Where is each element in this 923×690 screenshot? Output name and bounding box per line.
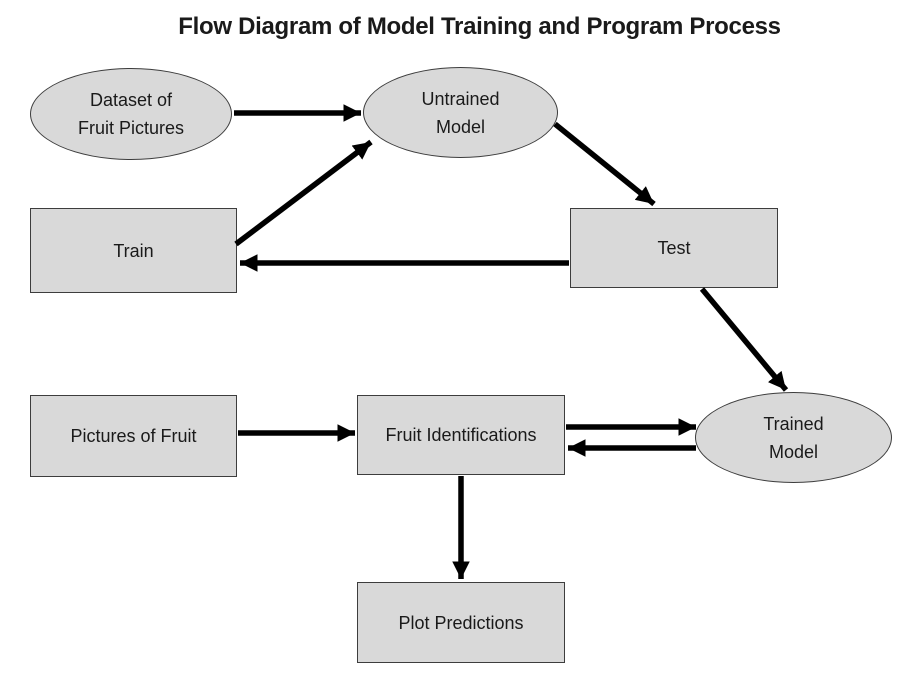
node-label: Plot Predictions <box>398 612 524 633</box>
node-label-line: Trained <box>763 413 824 434</box>
node-pictures-of-fruit: Pictures of Fruit <box>30 395 237 477</box>
node-label-line: Model <box>768 441 819 462</box>
node-label-line: Fruit Pictures <box>77 118 185 138</box>
node-label-line: Model <box>435 116 486 137</box>
node-test: Test <box>570 208 778 288</box>
node-fruit-identifications: Fruit Identifications <box>357 395 565 475</box>
node-label: Fruit Identifications <box>385 425 537 445</box>
node-dataset-of-fruit-pictures: Dataset of Fruit Pictures <box>30 68 232 160</box>
node-label-line: Dataset of <box>89 90 173 110</box>
node-trained-model: Trained Model <box>695 392 892 483</box>
node-untrained-model: Untrained Model <box>363 67 558 158</box>
node-label: Pictures of Fruit <box>70 426 197 446</box>
node-label: Test <box>657 238 691 258</box>
arrow-test-to-trained-model <box>699 287 789 392</box>
node-plot-predictions: Plot Predictions <box>357 582 565 663</box>
node-label-line: Untrained <box>421 88 500 109</box>
node-train: Train <box>30 208 237 293</box>
node-label: Train <box>113 240 154 261</box>
arrow-untrained-model-to-test <box>553 121 656 207</box>
diagram-title: Flow Diagram of Model Training and Progr… <box>178 13 781 40</box>
arrow-train-to-untrained-model <box>234 139 373 247</box>
